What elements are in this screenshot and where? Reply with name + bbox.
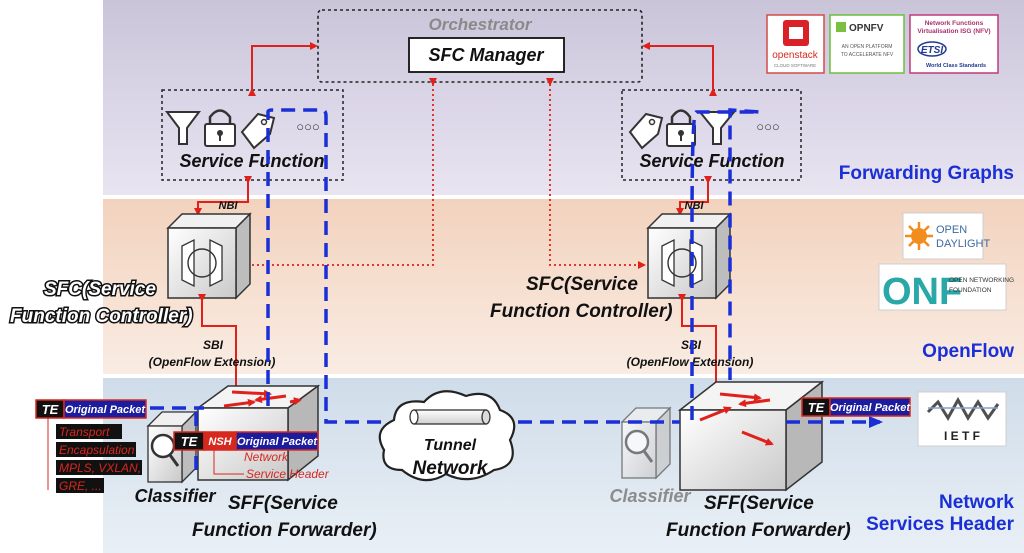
opendaylight-logo: OPEN DAYLIGHT [902, 212, 990, 260]
svg-text:NSH: NSH [208, 436, 232, 448]
svg-text:openstack: openstack [772, 50, 819, 61]
sfc-manager-label: SFC Manager [428, 45, 544, 65]
nbi-right-label: NBI [685, 200, 705, 212]
svg-text:Virtualisation ISG (NFV): Virtualisation ISG (NFV) [917, 28, 990, 35]
svg-text:Original Packet: Original Packet [65, 404, 146, 416]
sfc-controller-left-label: SFC(Service Function Controller) [9, 278, 195, 329]
sbi-right-label: SBI (OpenFlow Extension) [627, 338, 754, 369]
service-function-path [150, 108, 883, 428]
tunnel-pipe-icon [409, 409, 491, 425]
orchestrator: Orchestrator SFC Manager [317, 9, 643, 83]
svg-text:TE: TE [808, 400, 825, 415]
openstack-logo: openstack CLOUD SOFTWARE [766, 14, 825, 74]
nbi-left-label: NBI [219, 200, 239, 212]
layer-label-openflow: OpenFlow [922, 341, 1014, 362]
svg-text:MPLS, VXLAN,: MPLS, VXLAN, [59, 461, 141, 475]
svg-text:Function Forwarder): Function Forwarder) [666, 520, 851, 541]
svg-text:Original Packet: Original Packet [237, 436, 318, 448]
service-function-right: ○○○ Service Function [621, 89, 802, 181]
service-function-left-label: Service Function [179, 151, 324, 171]
svg-text:ONF: ONF [882, 271, 962, 313]
sff-left-label: SFF(Service Function Forwarder) [192, 493, 377, 541]
nbi-links [194, 176, 712, 216]
svg-text:CLOUD SOFTWARE: CLOUD SOFTWARE [774, 63, 816, 68]
layer-label-forwarding-graphs: Forwarding Graphs [838, 163, 1014, 184]
filter-icon [165, 111, 201, 145]
orchestrator-title: Orchestrator [429, 15, 533, 34]
sfc-controller-right-icon [646, 212, 732, 300]
tunnel-network-cloud: Tunnel Network [378, 390, 516, 482]
sfc-controller-right-label: SFC(Service Function Controller) [490, 274, 673, 322]
packet-te-original-left: TE Original Packet [35, 399, 147, 419]
svg-text:Service Header: Service Header [246, 467, 330, 481]
packet-te-original-right: TE Original Packet [801, 397, 911, 417]
magnifier-icon [150, 433, 176, 459]
classifier-right-icon [620, 406, 672, 480]
svg-text:SBI: SBI [203, 338, 224, 352]
more-functions-icon: ○○○ [756, 119, 780, 134]
classifier-left-label: Classifier [134, 486, 216, 506]
network-label: Network [413, 458, 489, 479]
lock-icon [666, 109, 696, 147]
svg-text:DAYLIGHT: DAYLIGHT [936, 238, 990, 250]
nsh-caption: Network Service Header [213, 446, 330, 481]
transport-caption: Transport Encapsulation MPLS, VXLAN, GRE… [47, 418, 142, 493]
etsi-nfv-logo: Network Functions Virtualisation ISG (NF… [909, 14, 999, 74]
svg-text:I E T F: I E T F [944, 429, 980, 443]
packet-te-nsh-original: TE NSH Original Packet [173, 431, 319, 451]
sfc-manager-box [408, 37, 565, 73]
orchestrator-links [248, 42, 717, 96]
svg-text:OPEN: OPEN [936, 224, 967, 236]
svg-text:GRE, ...: GRE, ... [59, 479, 102, 493]
more-functions-icon: ○○○ [296, 119, 320, 134]
classifier-left-icon [146, 410, 198, 484]
svg-text:World Class Standards: World Class Standards [926, 63, 986, 69]
lock-icon [204, 109, 236, 147]
classifier-right-label: Classifier [609, 486, 691, 506]
svg-text:SFF(Service: SFF(Service [704, 493, 814, 514]
sfc-controller-left-icon [166, 212, 252, 300]
svg-text:TE: TE [42, 402, 59, 417]
svg-text:TO ACCELERATE NFV: TO ACCELERATE NFV [841, 52, 894, 58]
layer-label-nsh-line2: Services Header [866, 514, 1014, 535]
layer-label-nsh: Network Services Header [866, 492, 1014, 536]
svg-text:OPNFV: OPNFV [849, 23, 884, 34]
svg-text:Network Functions: Network Functions [925, 20, 984, 27]
sun-icon [905, 222, 933, 250]
svg-text:Network: Network [244, 450, 289, 464]
ietf-logo: I E T F [917, 391, 1007, 447]
service-function-right-label: Service Function [639, 151, 784, 171]
svg-text:OPEN NETWORKING: OPEN NETWORKING [949, 277, 1014, 284]
sff-right-icon [677, 380, 825, 492]
svg-text:(OpenFlow Extension): (OpenFlow Extension) [149, 355, 276, 369]
svg-text:TE: TE [181, 434, 198, 449]
tag-icon [628, 112, 664, 150]
sbi-links [198, 294, 720, 398]
svg-text:Function Forwarder): Function Forwarder) [192, 520, 377, 541]
onf-logo: ONF OPEN NETWORKING FOUNDATION [878, 263, 1014, 313]
svg-text:SFF(Service: SFF(Service [228, 493, 338, 514]
magnifier-icon [624, 429, 650, 455]
svg-text:Transport: Transport [59, 425, 110, 439]
svg-text:ETSI: ETSI [921, 45, 943, 56]
svg-text:AN OPEN PLATFORM: AN OPEN PLATFORM [842, 44, 893, 50]
svg-text:(OpenFlow Extension): (OpenFlow Extension) [627, 355, 754, 369]
sff-right-label: SFF(Service Function Forwarder) [666, 493, 851, 541]
svg-text:FOUNDATION: FOUNDATION [949, 287, 992, 294]
svg-text:Function Controller): Function Controller) [490, 301, 673, 322]
svg-text:Function Controller): Function Controller) [10, 306, 193, 327]
manager-to-controller-links [216, 78, 646, 269]
tunnel-label: Tunnel [424, 437, 477, 454]
svg-text:Encapsulation: Encapsulation [59, 443, 135, 457]
svg-text:SFC(Service: SFC(Service [526, 274, 638, 295]
svg-text:SFC(Service: SFC(Service [44, 279, 156, 300]
sbi-left-label: SBI (OpenFlow Extension) [149, 338, 276, 369]
service-function-left: ○○○ Service Function [161, 89, 344, 181]
layer-label-nsh-line1: Network [939, 492, 1014, 513]
opnfv-logo: OPNFV AN OPEN PLATFORM TO ACCELERATE NFV [829, 14, 905, 74]
svg-text:Original Packet: Original Packet [830, 402, 911, 414]
